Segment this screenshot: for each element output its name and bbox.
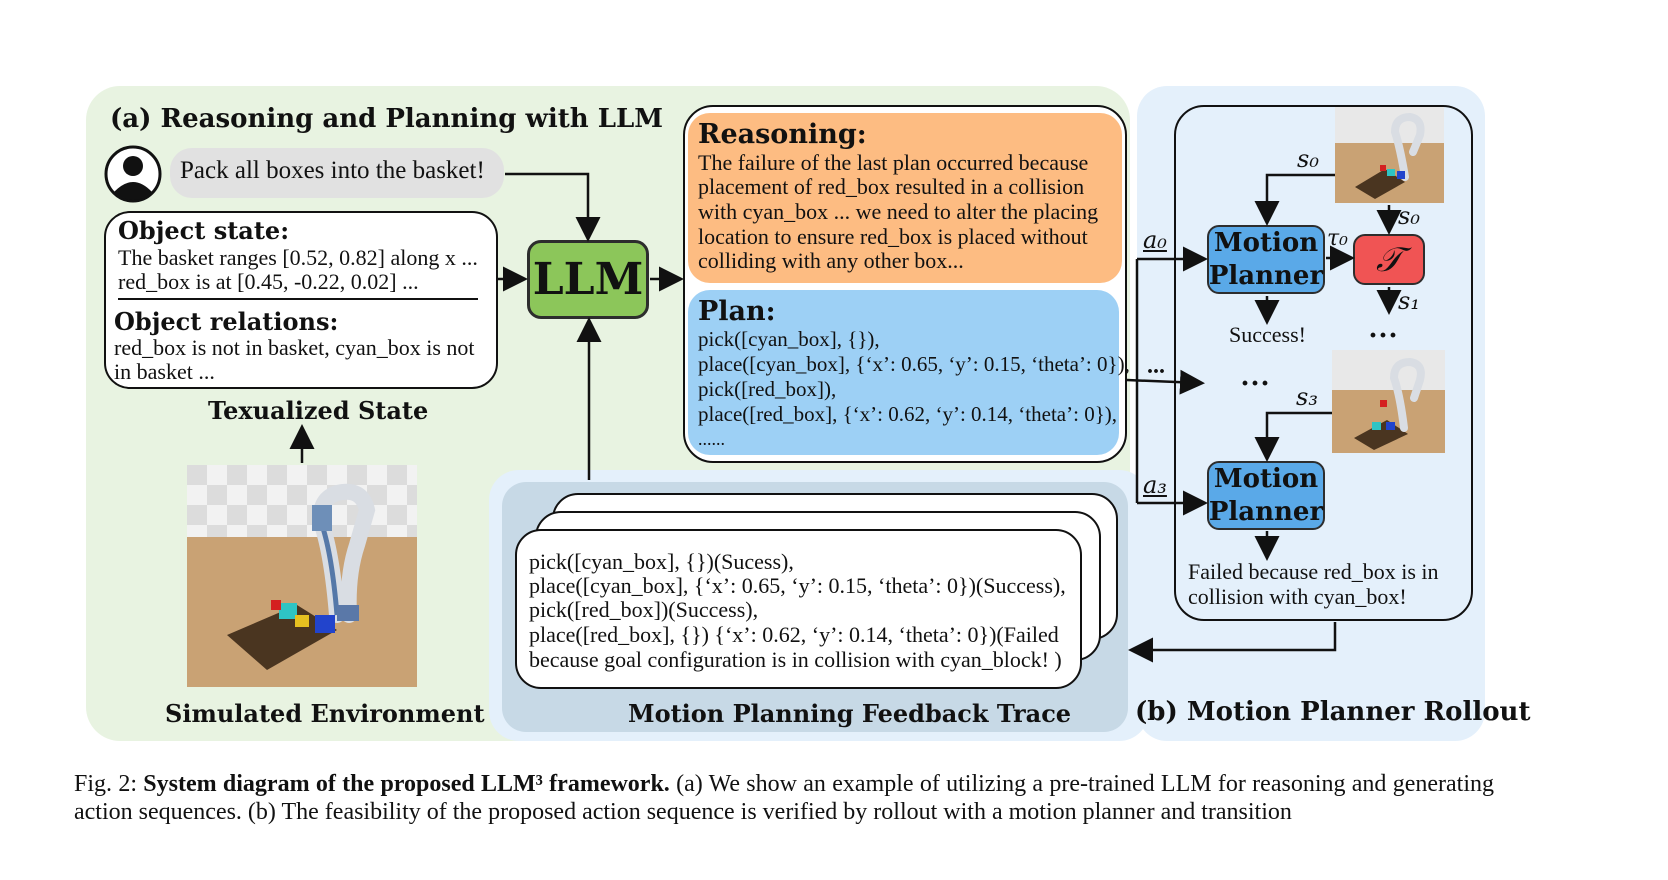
motion-planner-top-line1: Motion xyxy=(1213,227,1319,258)
dots-between: ... xyxy=(1147,353,1165,379)
plan-panel xyxy=(688,290,1119,455)
failure-line-2: collision with cyan_box! xyxy=(1188,584,1407,609)
plan-line-2: place([cyan_box], {‘x’: 0.65, ‘y’: 0.15,… xyxy=(698,352,1130,376)
state-s3: s₃ xyxy=(1296,383,1318,411)
success-text: Success! xyxy=(1229,322,1306,347)
feedback-line-4: place([red_box], {}) {‘x’: 0.62, ‘y’: 0.… xyxy=(529,622,1059,647)
object-relations-heading: Object relations: xyxy=(114,307,339,336)
state-s0-right: s₀ xyxy=(1398,202,1420,230)
plan-line-1: pick([cyan_box], {}), xyxy=(698,327,880,351)
caption-prefix: Fig. 2: xyxy=(74,771,137,797)
plan-line-5: ...... xyxy=(698,429,725,449)
feedback-line-1: pick([cyan_box], {})(Sucess), xyxy=(529,549,794,574)
tau0-label: τ₀ xyxy=(1327,226,1348,251)
plan-line-4: place([red_box], {‘x’: 0.62, ‘y’: 0.14, … xyxy=(698,402,1118,426)
feedback-card-front xyxy=(515,529,1082,689)
failure-line-1: Failed because red_box is in xyxy=(1188,559,1439,584)
section-a-title: (a) Reasoning and Planning with LLM xyxy=(110,104,664,134)
reasoning-line-3: with cyan_box ... we need to alter the p… xyxy=(698,199,1099,224)
user-avatar-icon xyxy=(104,145,162,203)
ellipsis-right: ··· xyxy=(1368,319,1399,352)
state-s0-top: s₀ xyxy=(1297,145,1319,173)
feedback-trace-label: Motion Planning Feedback Trace xyxy=(628,699,1072,728)
feedback-line-3: pick([red_box])(Success), xyxy=(529,597,759,622)
object-relations-line-2: in basket ... xyxy=(114,359,215,384)
object-state-line-1: The basket ranges [0.52, 0.82] along x .… xyxy=(118,245,478,270)
simulated-environment-label: Simulated Environment xyxy=(165,699,485,728)
feedback-line-5: because goal configuration is in collisi… xyxy=(529,647,1062,672)
object-relations-line-1: red_box is not in basket, cyan_box is no… xyxy=(114,335,475,360)
state-s1: s₁ xyxy=(1398,287,1420,315)
rollout-box xyxy=(1174,105,1473,621)
object-state-line-2: red_box is at [0.45, -0.22, 0.02] ... xyxy=(118,269,419,294)
reasoning-line-1: The failure of the last plan occurred be… xyxy=(698,150,1089,175)
simulated-environment-image xyxy=(187,465,417,687)
motion-planner-bottom-line2: Planner xyxy=(1208,496,1324,527)
state-divider xyxy=(118,298,478,300)
action-a0-label: a₀ xyxy=(1143,226,1167,254)
rollout-image-top xyxy=(1335,107,1444,203)
ellipsis-middle: ··· xyxy=(1240,367,1271,400)
caption-rest: (a) We show an example of utilizing a pr… xyxy=(74,771,1495,825)
figure-caption: Fig. 2: System diagram of the proposed L… xyxy=(74,770,1494,830)
plan-heading: Plan: xyxy=(698,296,776,327)
motion-planner-bottom-line1: Motion xyxy=(1213,463,1319,494)
rollout-image-bottom xyxy=(1332,350,1445,453)
reasoning-panel xyxy=(688,113,1122,283)
caption-bold: System diagram of the proposed LLM³ fram… xyxy=(143,771,670,797)
reasoning-line-2: placement of red_box resulted in a colli… xyxy=(698,174,1085,199)
user-instruction-chip xyxy=(170,148,504,198)
feedback-line-2: place([cyan_box], {‘x’: 0.65, ‘y’: 0.15,… xyxy=(529,573,1066,598)
reasoning-heading: Reasoning: xyxy=(698,119,867,150)
reasoning-line-5: colliding with any other box... xyxy=(698,248,964,273)
section-b-title: (b) Motion Planner Rollout xyxy=(1135,697,1531,727)
user-instruction-text: Pack all boxes into the basket! xyxy=(180,157,485,184)
action-a3-label: a₃ xyxy=(1143,471,1167,499)
object-state-heading: Object state: xyxy=(118,216,290,245)
plan-line-3: pick([red_box]), xyxy=(698,377,837,401)
motion-planner-top-line2: Planner xyxy=(1208,260,1324,291)
reasoning-line-4: location to ensure red_box is placed wit… xyxy=(698,224,1088,249)
textualized-state-box xyxy=(104,211,498,389)
textualized-state-label: Texualized State xyxy=(208,396,429,425)
